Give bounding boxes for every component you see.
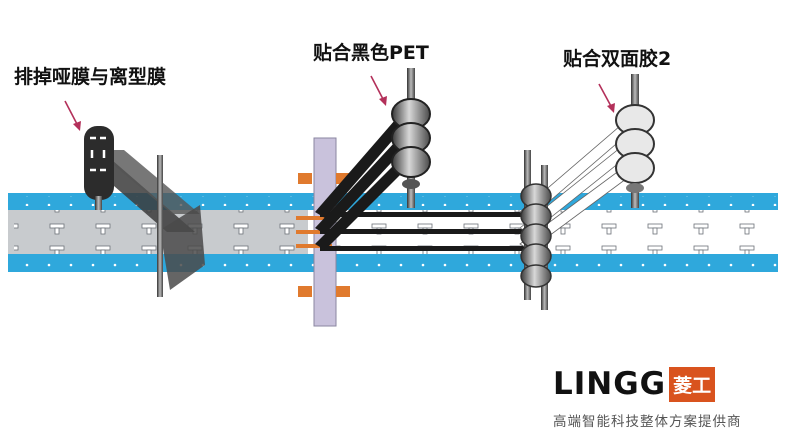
pet-strip-1 bbox=[320, 212, 532, 217]
label-peel-station: 排掉哑膜与离型膜 bbox=[14, 66, 167, 88]
station-peel bbox=[64, 100, 205, 297]
logo-chinese-badge: 菱工 bbox=[669, 366, 716, 402]
station3-arrow bbox=[598, 83, 613, 109]
takeup-roll-marks bbox=[90, 136, 106, 172]
brand-tagline: 高端智能科技整体方案提供商 bbox=[553, 414, 742, 430]
pet-feed-3 bbox=[315, 164, 405, 250]
tape-roller-hub bbox=[626, 183, 644, 193]
pet-roller-hub bbox=[402, 179, 420, 189]
station1-arrowhead bbox=[73, 121, 81, 131]
logo-wordmark: LINGG bbox=[553, 366, 667, 402]
station-black-pet bbox=[296, 68, 532, 327]
peel-bar bbox=[157, 155, 163, 297]
tape-roller-3 bbox=[615, 152, 655, 184]
pet-roller-3 bbox=[391, 146, 431, 178]
peeled-film-release bbox=[96, 150, 200, 214]
takeup-roll-body bbox=[84, 126, 114, 200]
pet-strip-3 bbox=[320, 246, 532, 251]
clamp-bottom-right bbox=[336, 286, 350, 297]
pet-strip-2 bbox=[320, 229, 532, 234]
clamp-top-right bbox=[336, 173, 350, 184]
guide-slot-1 bbox=[296, 216, 332, 220]
pet-feed-1 bbox=[315, 120, 405, 218]
label-double-tape-station: 贴合双面胶2 bbox=[563, 48, 672, 70]
station2-arrow bbox=[370, 75, 385, 102]
clamp-top-left bbox=[298, 173, 312, 184]
station3-arrowhead bbox=[607, 103, 615, 113]
station1-arrow bbox=[64, 100, 79, 127]
guide-slot-2 bbox=[296, 230, 332, 234]
belt-top-dots bbox=[8, 196, 778, 206]
guide-slot-3 bbox=[296, 244, 332, 248]
takeup-roll-shaft bbox=[95, 196, 102, 210]
clamp-bottom-left bbox=[298, 286, 312, 297]
station2-arrowhead bbox=[379, 96, 387, 106]
pet-feed-2 bbox=[315, 142, 405, 234]
station-double-tape bbox=[519, 74, 655, 310]
label-black-pet-station: 贴合黑色PET bbox=[313, 42, 429, 64]
nip-roller-5 bbox=[520, 264, 552, 288]
belt-bottom-dots bbox=[8, 258, 778, 268]
peeled-film-fold bbox=[160, 205, 205, 290]
